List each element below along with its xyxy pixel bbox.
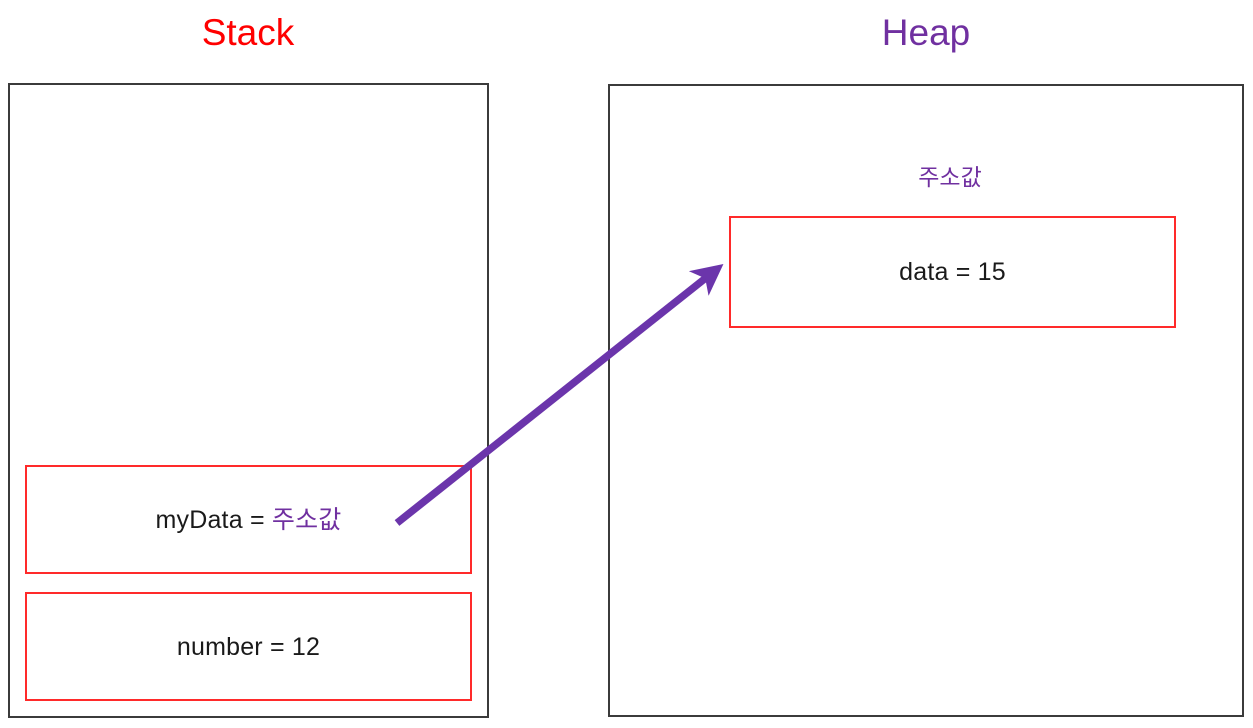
heap-slot-data-text: data = 15 (899, 258, 1006, 286)
stack-slot-number: number = 12 (25, 592, 472, 701)
heap-slot-data: data = 15 (729, 216, 1176, 328)
stack-title: Stack (201, 12, 295, 53)
stack-slot-mydata: myData = 주소값 (25, 465, 472, 574)
heap-address-label: 주소값 (918, 164, 982, 190)
stack-slot-mydata-pointer-value: 주소값 (271, 505, 342, 534)
stack-slot-number-text: number = 12 (176, 632, 321, 661)
heap-title: Heap (881, 12, 971, 53)
stack-slot-mydata-text: myData = 주소값 (155, 505, 341, 535)
stack-slot-mydata-name: myData = (155, 505, 272, 534)
